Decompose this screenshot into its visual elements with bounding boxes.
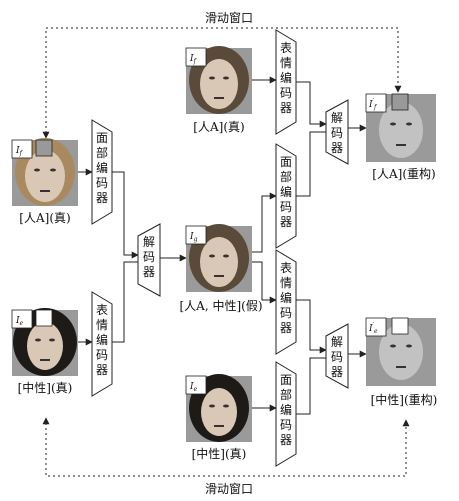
block-label-char: 编 (280, 70, 292, 85)
expr-encoder-top (275, 29, 297, 135)
block-label-char: 编 (280, 290, 292, 305)
block-label-char: 编 (280, 402, 292, 417)
caption-person-a-real-left: [人A](真) (19, 211, 70, 225)
expr-encoder-left-label: 表情编码器 (96, 303, 108, 377)
block-label-char: 情 (280, 276, 292, 290)
expr-encoder-left (91, 291, 113, 397)
face-encoder-left (91, 119, 113, 225)
face-encoder-mid-label: 面部编码器 (280, 155, 292, 229)
sliding-window-loop-top (42, 27, 402, 139)
face-encoder-left-label: 面部编码器 (96, 131, 108, 205)
tag-left-bottom: Ie (15, 316, 24, 327)
block-label-char: 器 (143, 265, 155, 279)
tag-recon-top: I′f (368, 98, 378, 111)
arrow-expr-top-to-decoder (296, 81, 327, 128)
block-label-char: 部 (96, 145, 108, 160)
block-label-char: 部 (280, 387, 292, 402)
face-encoder-bottom-label: 面部编码器 (280, 373, 292, 447)
block-label-char: 器 (280, 433, 292, 447)
block-label-char: 码 (331, 126, 343, 140)
caption-neutral-real-left: [中性](真) (18, 380, 73, 395)
caption-neutral-recon: [中性](重构) (371, 392, 438, 407)
window-patch-recon-top (391, 93, 409, 111)
block-label-char: 码 (143, 250, 155, 264)
block-label-char: 情 (280, 56, 292, 70)
caption-fake-mid: [人A, 中性](假) (179, 298, 262, 313)
arrow-face-encoder-to-decoder (112, 171, 139, 259)
tag-box-left-bottom (11, 309, 33, 329)
caption-person-a-real-top: [人A](真) (193, 120, 244, 134)
arrow-face-mid-to-decoder (296, 131, 326, 197)
block-label-char: 情 (96, 318, 108, 332)
block-label-char: 码 (280, 306, 292, 320)
block-label-char: 器 (280, 101, 292, 115)
tag-recon-bottom: I′e (368, 322, 378, 335)
face-encoder-bottom (275, 361, 297, 467)
decoder-bottom-right-label: 解码器 (331, 335, 343, 379)
tag-top: If (189, 54, 198, 65)
block-label-char: 编 (96, 332, 108, 347)
face-encoder-mid (275, 143, 297, 249)
decoder-mid (137, 223, 161, 297)
sliding-window-loop-bottom (42, 417, 410, 477)
tag-box-mid (185, 225, 207, 245)
block-label-char: 编 (280, 184, 292, 199)
decoder-bottom-right (325, 323, 349, 389)
block-label-char: 码 (280, 86, 292, 100)
tag-box-bottom (185, 375, 207, 395)
block-label-char: 器 (331, 365, 343, 379)
block-label-char: 码 (96, 348, 108, 362)
expr-encoder-mid (275, 249, 297, 355)
arrow-fake-to-expr-encoder (252, 261, 277, 304)
decoder-top-right (325, 99, 349, 165)
block-label-char: 码 (331, 350, 343, 364)
block-label-char: 器 (96, 363, 108, 377)
sliding-window-label-top: 滑动窗口 (205, 11, 253, 25)
arrow-fake-to-face-encoder (252, 192, 277, 253)
tag-mid: Ig (189, 232, 198, 243)
window-patch-left-bottom (35, 309, 53, 327)
block-label-char: 码 (96, 176, 108, 190)
decoder-top-right-label: 解码器 (331, 111, 343, 155)
block-label-char: 码 (280, 418, 292, 432)
tag-box-top (185, 47, 207, 67)
window-patch-recon-bottom (391, 317, 409, 335)
tag-box-left-top (11, 139, 33, 159)
caption-person-a-recon: [人A](重构) (372, 166, 435, 181)
block-label-char: 器 (96, 191, 108, 205)
tag-box-recon-bottom (365, 317, 387, 337)
block-label-char: 器 (280, 215, 292, 229)
arrow-expr-encoder-to-decoder (112, 261, 138, 343)
window-patch-left-top (35, 139, 53, 157)
expr-encoder-top-label: 表情编码器 (280, 41, 292, 115)
caption-neutral-real-bottom: [中性](真) (192, 446, 247, 461)
tag-left-top: If (15, 146, 24, 157)
tag-box-recon-top (365, 93, 387, 113)
expr-encoder-mid-label: 表情编码器 (280, 261, 292, 335)
sliding-window-label-bottom: 滑动窗口 (205, 482, 253, 496)
decoder-mid-label: 解码器 (143, 235, 155, 279)
block-label-char: 部 (280, 169, 292, 184)
arrow-expr-mid-to-decoder (296, 299, 327, 354)
block-label-char: 器 (280, 321, 292, 335)
block-label-char: 码 (280, 200, 292, 214)
arrow-face-bottom-to-decoder (296, 357, 326, 415)
block-label-char: 编 (96, 160, 108, 175)
block-label-char: 器 (331, 141, 343, 155)
tag-bottom: Ie (189, 382, 198, 393)
